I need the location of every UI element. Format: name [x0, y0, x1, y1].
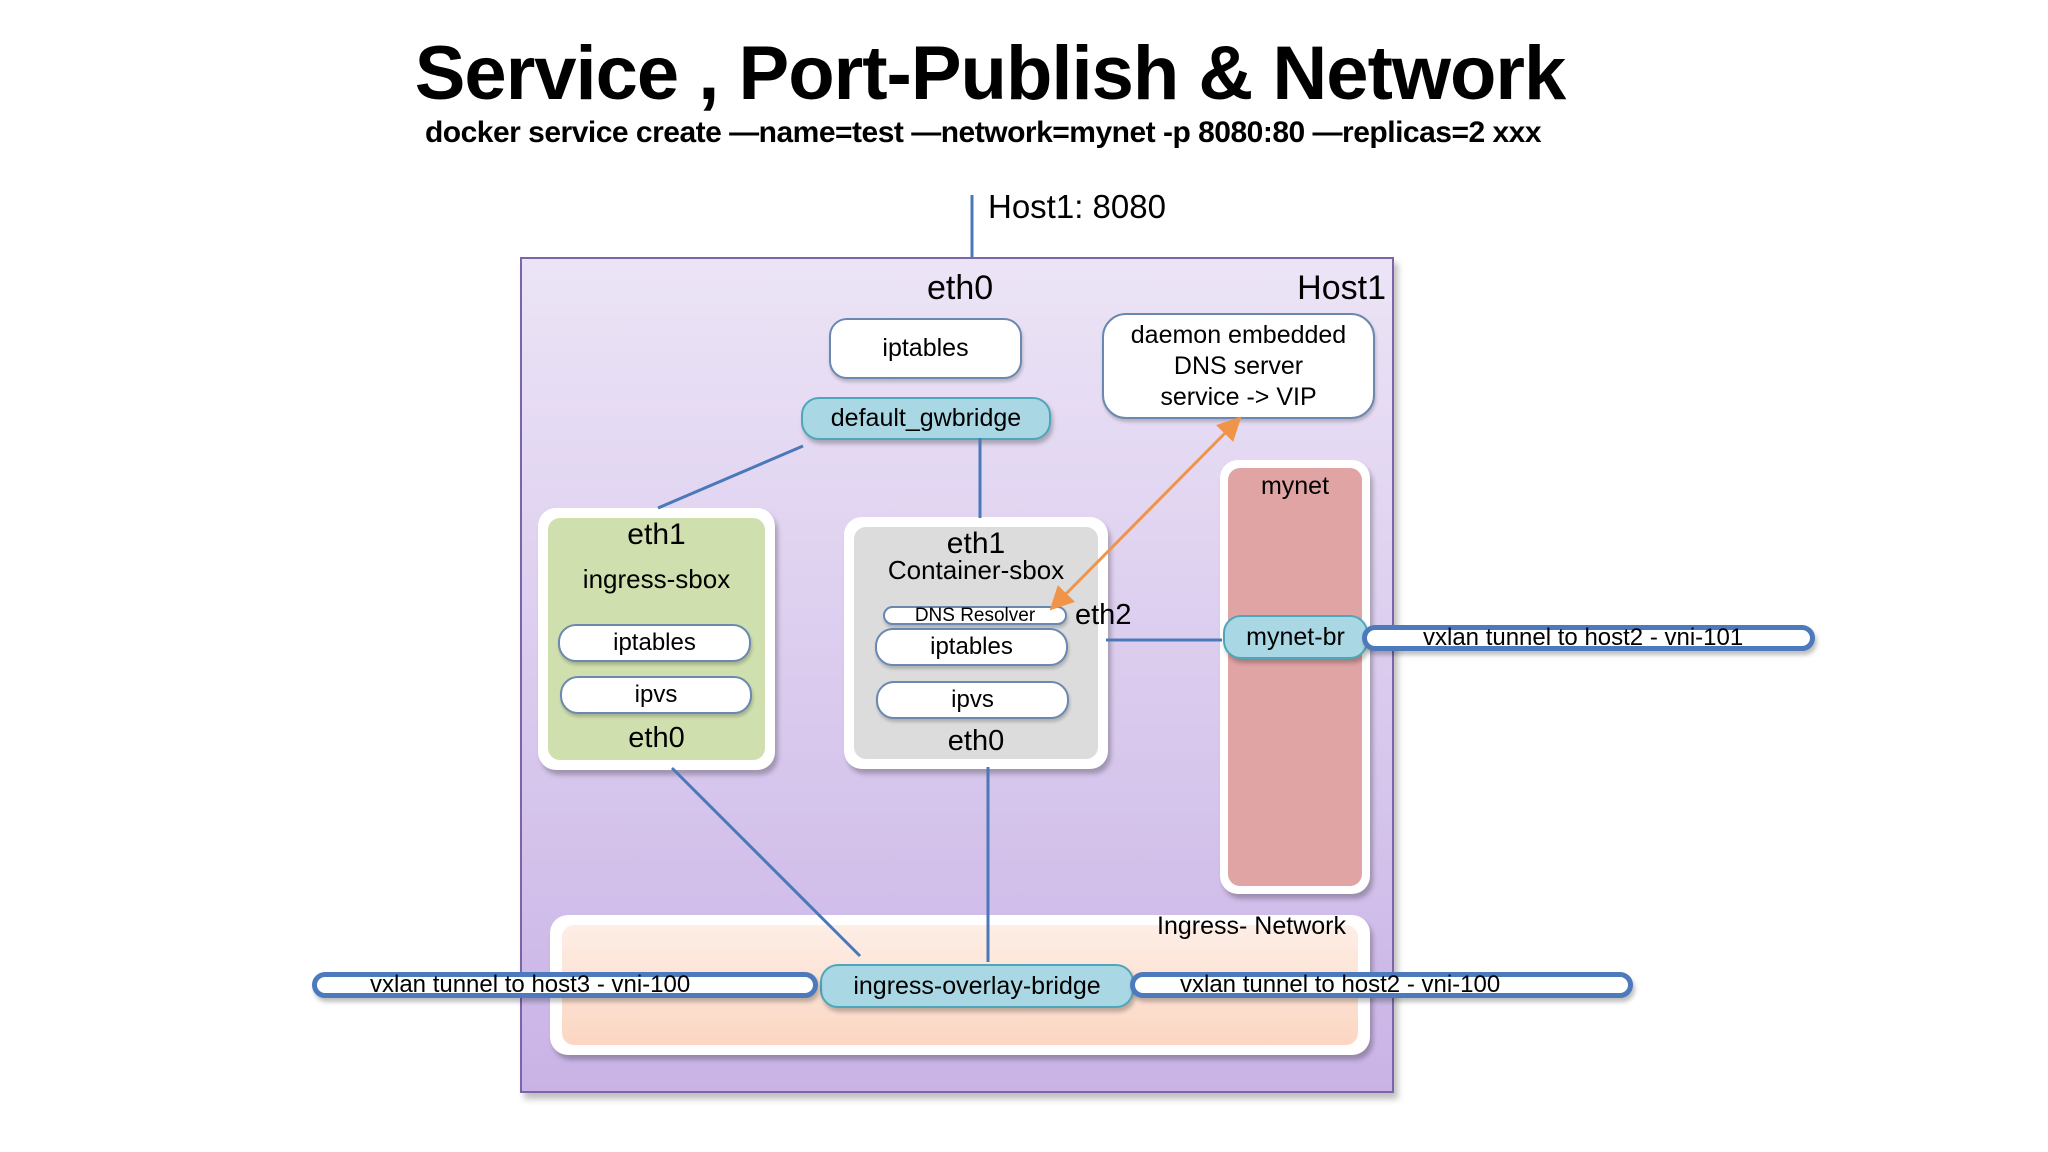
ingress-sbox-title: ingress-sbox: [582, 564, 731, 594]
ingress-sbox-iptables[interactable]: iptables: [558, 624, 751, 662]
dns-server-box[interactable]: daemon embedded DNS server service -> VI…: [1102, 313, 1375, 419]
host-iptables[interactable]: iptables: [829, 318, 1022, 379]
host1-label: Host1: [1297, 269, 1386, 307]
ingress-overlay-bridge[interactable]: ingress-overlay-bridge: [820, 964, 1134, 1008]
default-gwbridge[interactable]: default_gwbridge: [801, 397, 1051, 440]
mynet-br-label: mynet-br: [1246, 622, 1345, 651]
container-sbox-body: eth1 Container-sbox DNS Resolver iptable…: [854, 527, 1098, 759]
host-iptables-label: iptables: [882, 334, 969, 362]
default-gwbridge-label: default_gwbridge: [830, 404, 1022, 432]
vxlan-tunnel-host3-vni100[interactable]: vxlan tunnel to host3 - vni-100: [312, 972, 818, 998]
vxlan-tunnel-host2-vni100[interactable]: vxlan tunnel to host2 - vni-100: [1130, 972, 1633, 998]
dns-server-line2: DNS server: [1173, 351, 1304, 380]
container-sbox-ipvs[interactable]: ipvs: [876, 681, 1069, 719]
docker-command: docker service create —name=test —networ…: [424, 116, 1542, 149]
vxlan-tunnel-host2-vni101[interactable]: vxlan tunnel to host2 - vni-101: [1362, 625, 1815, 651]
ingress-iptables-label: iptables: [613, 629, 696, 656]
mynet-body: mynet: [1228, 468, 1362, 886]
vxlan-tunnel-host3-label: vxlan tunnel to host3 - vni-100: [370, 971, 691, 998]
container-sbox-title: Container-sbox: [887, 555, 1065, 585]
ingress-sbox-body: eth1 ingress-sbox iptables ipvs eth0: [548, 518, 765, 760]
host-eth0-label: eth0: [927, 269, 994, 307]
dns-server-line1: daemon embedded: [1130, 320, 1347, 349]
host-port-label: Host1: 8080: [988, 188, 1166, 225]
ingress-network-label: Ingress- Network: [1157, 912, 1346, 940]
ingress-overlay-bridge-label: ingress-overlay-bridge: [853, 971, 1101, 1000]
container-ipvs-label: ipvs: [951, 686, 994, 713]
ingress-sbox-ipvs[interactable]: ipvs: [560, 676, 752, 714]
dns-resolver[interactable]: DNS Resolver: [883, 604, 1067, 626]
container-sbox[interactable]: eth1 Container-sbox DNS Resolver iptable…: [844, 517, 1108, 769]
container-sbox-eth1: eth1: [946, 527, 1006, 560]
mynet-br[interactable]: mynet-br: [1223, 615, 1368, 659]
mynet-network[interactable]: mynet: [1220, 460, 1370, 894]
slide-title: Service , Port-Publish & Network: [414, 31, 1567, 116]
dns-resolver-label: DNS Resolver: [914, 604, 1036, 626]
container-sbox-eth2: eth2: [1075, 599, 1132, 631]
vxlan-tunnel-host2-vni100-label: vxlan tunnel to host2 - vni-100: [1180, 971, 1501, 998]
ingress-ipvs-label: ipvs: [634, 681, 678, 708]
container-sbox-eth0: eth0: [947, 725, 1005, 757]
ingress-sbox[interactable]: eth1 ingress-sbox iptables ipvs eth0: [538, 508, 775, 770]
container-sbox-iptables[interactable]: iptables: [875, 628, 1068, 666]
host1-box: eth0 Host1 iptables default_gwbridge dae…: [520, 257, 1394, 1093]
mynet-label: mynet: [1260, 472, 1330, 500]
container-iptables-label: iptables: [930, 633, 1013, 660]
vxlan-tunnel-host2-vni101-label: vxlan tunnel to host2 - vni-101: [1423, 624, 1744, 651]
dns-server-line3: service -> VIP: [1160, 382, 1317, 411]
ingress-sbox-eth1: eth1: [627, 518, 686, 551]
ingress-sbox-eth0: eth0: [628, 722, 685, 754]
